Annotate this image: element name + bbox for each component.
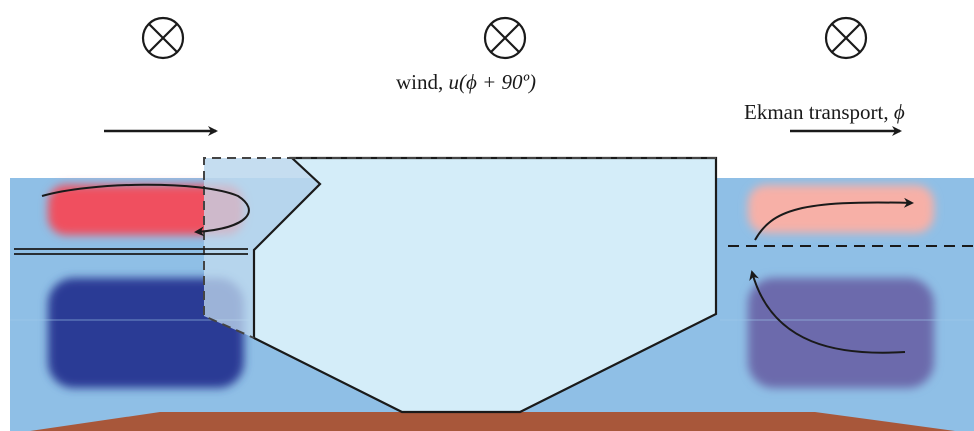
- warm-surface-water-right: [748, 185, 934, 233]
- warm-surface-water-left: [48, 185, 244, 235]
- wind-label: wind, u(ϕ + 90º): [396, 72, 536, 93]
- ice-shelf: [252, 156, 718, 414]
- ekman-label-text: Ekman transport,: [744, 100, 894, 124]
- previous-ice-outline: [203, 157, 716, 339]
- seafloor: [30, 412, 955, 431]
- circle-cross-icon: [824, 16, 868, 60]
- clockwise-loop-arrow-icon: [41, 183, 250, 237]
- ice-shelf-shadow-front: [204, 158, 320, 338]
- wind-label-text: wind,: [396, 70, 449, 94]
- ekman-transport-label: Ekman transport, ϕ: [744, 102, 905, 123]
- cold-deep-water-left: [48, 278, 244, 388]
- curved-arrow-up-icon: [749, 270, 906, 354]
- cold-deep-water-right: [748, 278, 934, 388]
- circle-cross-icon: [483, 16, 527, 60]
- ekman-label-symbol: ϕ: [893, 100, 905, 124]
- curved-arrow-right-icon: [754, 197, 914, 241]
- circle-cross-icon: [141, 16, 185, 60]
- wind-label-expression: u(ϕ + 90º): [448, 70, 537, 94]
